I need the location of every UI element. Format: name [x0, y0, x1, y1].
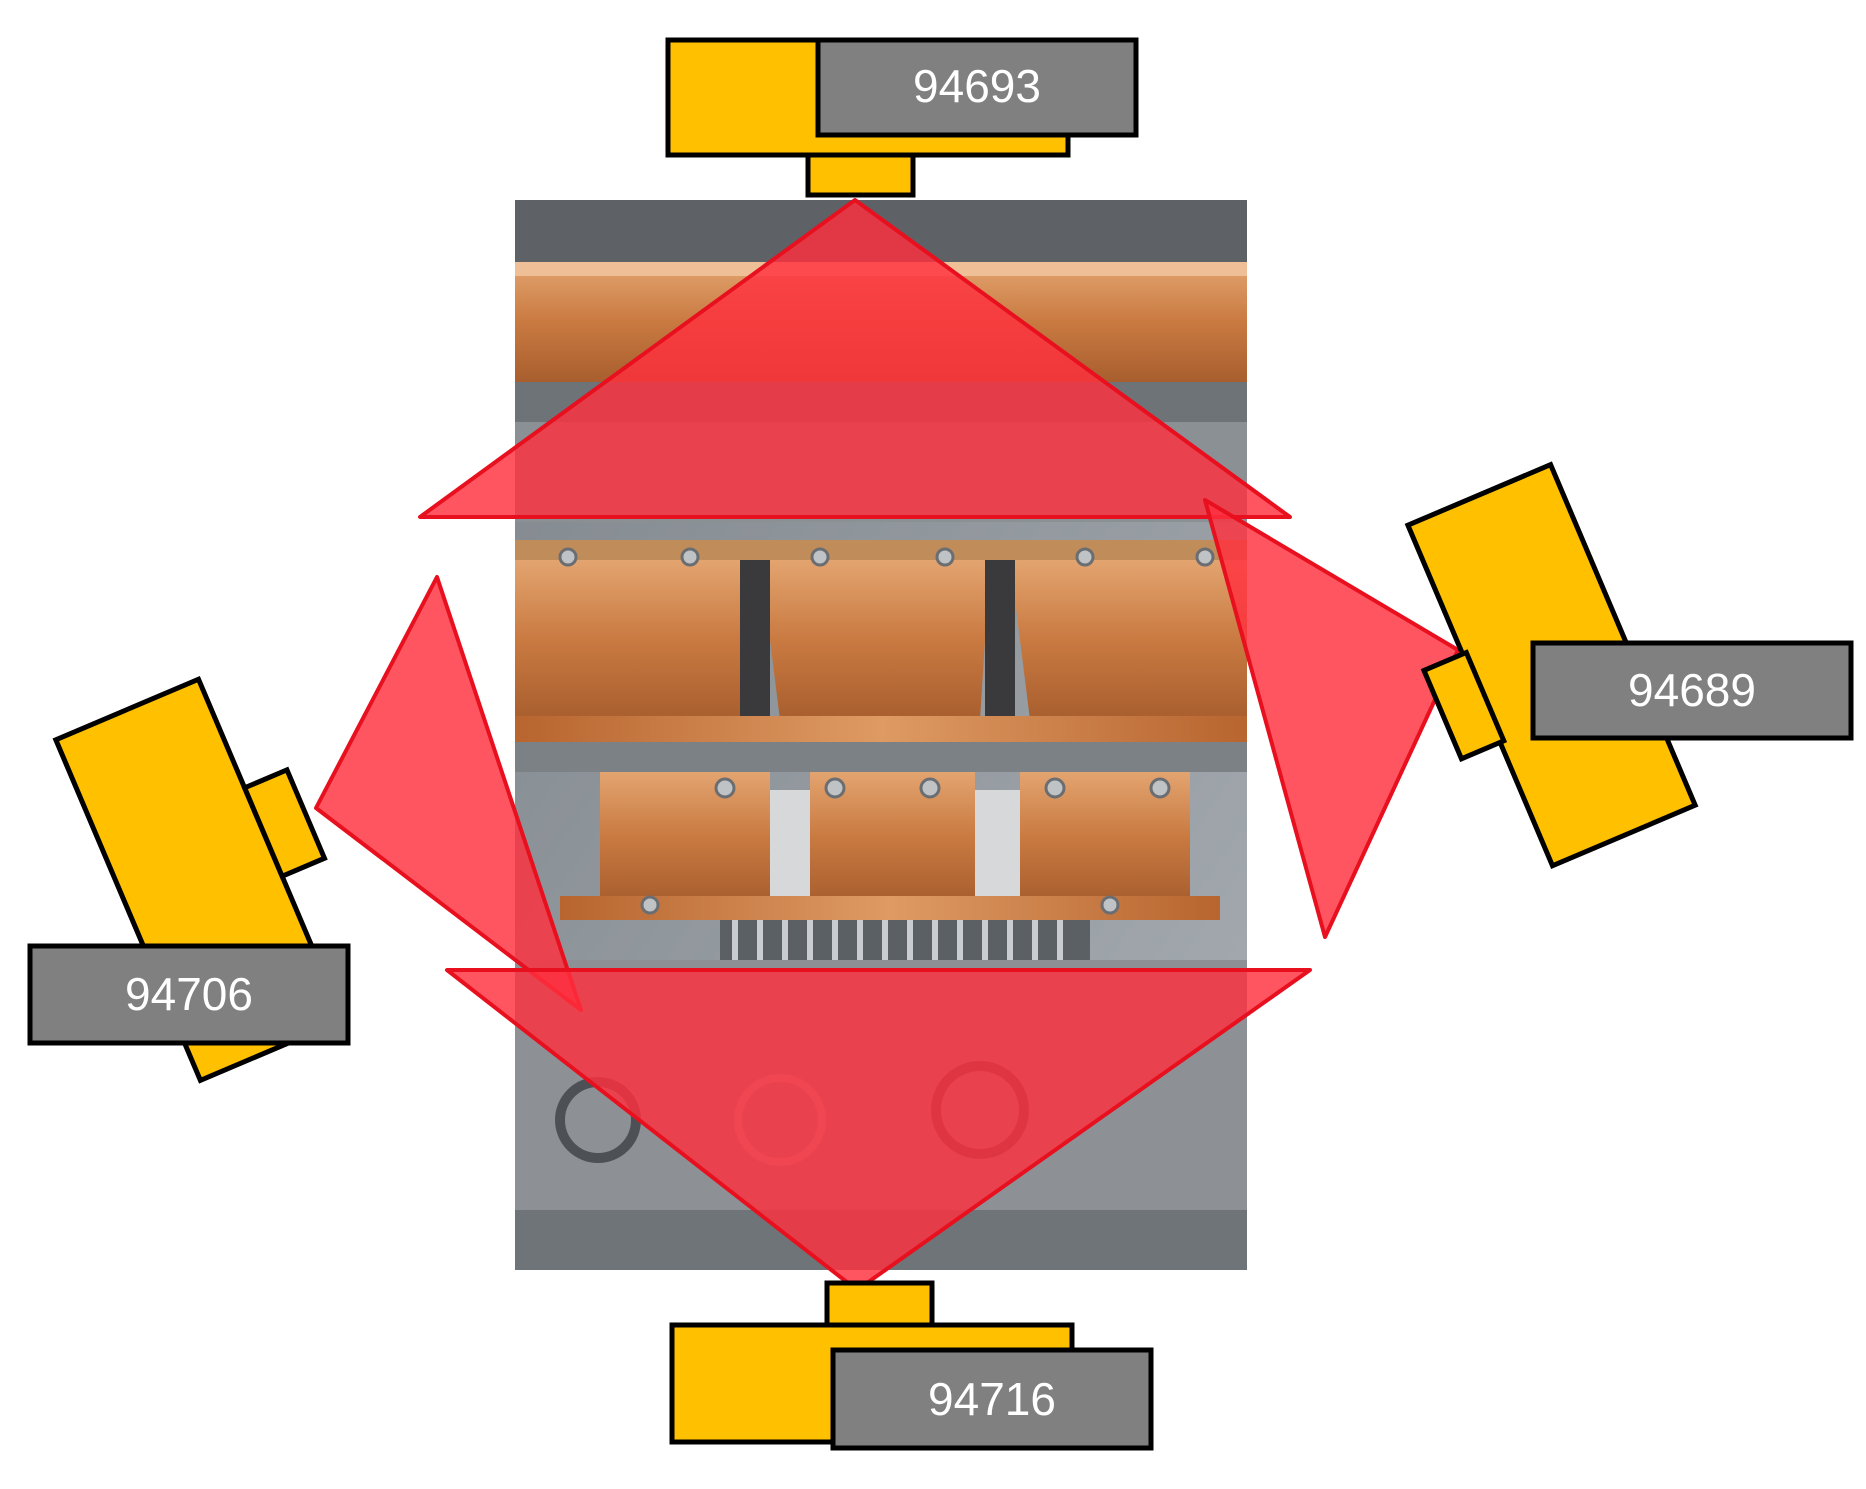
camera-label: 94716	[928, 1373, 1056, 1425]
camera-lens	[241, 766, 328, 880]
camera-label-box	[27, 943, 351, 1046]
field-of-view-bottom	[445, 968, 1312, 1292]
fields-of-view	[314, 198, 1460, 1292]
camera-label-box	[1530, 640, 1854, 741]
camera-lens	[824, 1280, 935, 1328]
camera-94716: 94716	[669, 1280, 1154, 1451]
field-of-view-top	[418, 198, 1292, 519]
field-of-view-left	[314, 575, 583, 1012]
camera-label-box	[830, 1347, 1154, 1451]
camera-94706: 94706	[27, 675, 351, 1084]
camera-lens	[805, 152, 916, 198]
field-of-view-right	[1203, 498, 1460, 939]
camera-label-box	[815, 37, 1139, 138]
camera-label: 94693	[913, 60, 1041, 112]
camera-lens	[1420, 649, 1508, 763]
camera-94689: 94689	[1404, 461, 1854, 870]
camera-label: 94689	[1628, 664, 1756, 716]
camera-label: 94706	[125, 968, 253, 1020]
camera-94693: 94693	[665, 37, 1139, 198]
